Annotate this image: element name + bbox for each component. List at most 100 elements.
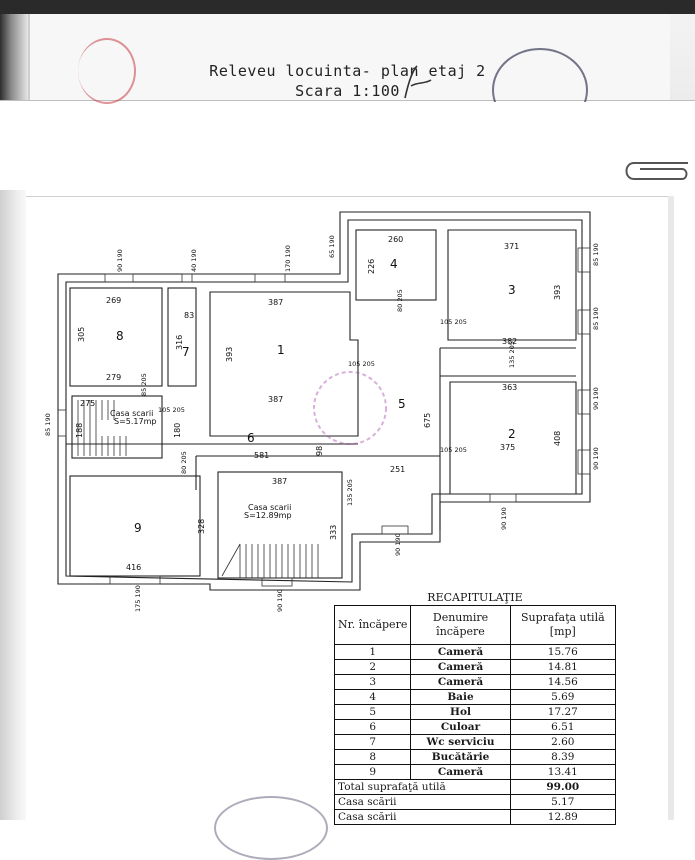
dim-label: 387: [272, 477, 287, 486]
room-3-outline: [447, 229, 577, 341]
dim-label: 371: [504, 242, 519, 251]
extra-row: Casa scării 12.89: [334, 809, 617, 825]
large-stair-name: Casa scarii: [248, 503, 291, 512]
total-row: Total suprafaţă utilă 99.00: [334, 779, 617, 795]
opening-label: 80 205: [396, 289, 404, 312]
room-9-label: 9: [134, 521, 142, 535]
total-label: Total suprafaţă utilă: [334, 779, 511, 795]
opening-label: 40 190: [190, 249, 198, 272]
col-header-nr: Nr. încăpere: [333, 605, 412, 645]
opening-label: 105 205: [158, 406, 185, 414]
room-8-label: 8: [116, 329, 124, 343]
table-row: 5 Hol 17.27: [333, 704, 617, 720]
paperclip-icon: [625, 162, 688, 180]
table-row: 4 Baie 5.69: [333, 689, 617, 705]
extra-area: 12.89: [509, 809, 617, 825]
dim-label: 363: [502, 383, 517, 392]
room-5-label: 5: [398, 397, 406, 411]
room-3-label: 3: [508, 283, 516, 297]
cell-name: Cameră: [410, 674, 511, 690]
room-6-label: 6: [247, 431, 255, 445]
cell-area: 14.81: [509, 659, 617, 675]
col-header-denumire: Denumire încăpere: [410, 605, 511, 645]
dim-label: 305: [77, 327, 86, 342]
table-row: 7 Wc serviciu 2.60: [333, 734, 617, 750]
table-row: 3 Cameră 14.56: [333, 674, 617, 690]
opening-label: 80 205: [180, 451, 188, 474]
dim-label: 269: [106, 296, 121, 305]
scan-edge: [0, 0, 695, 14]
opening-label: 105 205: [348, 360, 375, 368]
table-row: 9 Cameră 13.41: [333, 764, 617, 780]
opening-label: 90 190: [394, 533, 402, 556]
small-stair-name: Casa scarii: [110, 409, 153, 418]
cell-nr: 3: [333, 674, 412, 690]
cell-name: Culoar: [410, 719, 511, 735]
dim-label: 333: [329, 525, 338, 540]
cell-nr: 6: [333, 719, 412, 735]
cell-name: Bucătărie: [410, 749, 511, 765]
opening-label: 175 190: [134, 585, 142, 612]
purple-stamp-icon: [313, 371, 387, 445]
cell-area: 13.41: [509, 764, 617, 780]
corridor-walls: [66, 443, 440, 490]
cell-area: 14.56: [509, 674, 617, 690]
large-stair-outline: [217, 471, 343, 579]
dim-label: 98: [315, 446, 324, 456]
extra-label: Casa scării: [334, 809, 511, 825]
room-4-label: 4: [390, 257, 398, 271]
opening-label: 85 190: [592, 243, 600, 266]
room-1-label: 1: [277, 343, 285, 357]
dim-label: 382: [502, 337, 517, 346]
dim-label: 675: [423, 413, 432, 428]
opening-label: 105 205: [440, 446, 467, 454]
cell-area: 8.39: [509, 749, 617, 765]
cell-area: 2.60: [509, 734, 617, 750]
opening-label: 90 190: [592, 447, 600, 470]
room-7-outline: [167, 287, 197, 387]
outer-wall-inner: [65, 219, 583, 583]
dim-label: 275: [80, 399, 95, 408]
table-row: 6 Culoar 6.51: [333, 719, 617, 735]
cell-nr: 1: [333, 644, 412, 660]
cell-area: 6.51: [509, 719, 617, 735]
room-1-outline: [209, 291, 359, 437]
dim-label: 416: [126, 563, 141, 572]
dim-label: 581: [254, 451, 269, 460]
opening-label: 105 205: [440, 318, 467, 326]
dim-label: 180: [173, 423, 182, 438]
dim-label: 226: [367, 259, 376, 274]
opening-label: 90 190: [592, 387, 600, 410]
dim-label: 279: [106, 373, 121, 382]
room-4-outline: [355, 229, 437, 301]
dim-label: 387: [268, 298, 283, 307]
cell-area: 5.69: [509, 689, 617, 705]
plan-scale: Scara 1:100: [295, 82, 400, 100]
opening-label: 85 190: [44, 413, 52, 436]
cell-area: 15.76: [509, 644, 617, 660]
dim-label: 83: [184, 311, 194, 320]
cell-nr: 9: [333, 764, 412, 780]
col-header-suprafata: Suprafaţa utilă [mp]: [509, 605, 617, 645]
binding-shadow: [0, 190, 26, 820]
cell-name: Cameră: [410, 644, 511, 660]
cell-nr: 8: [333, 749, 412, 765]
dim-label: 393: [225, 347, 234, 362]
cell-name: Cameră: [410, 764, 511, 780]
red-stamp-icon: [78, 38, 136, 104]
small-stair-area: S=5.17mp: [114, 417, 156, 426]
opening-label: 65 190: [328, 235, 336, 258]
cell-name: Cameră: [410, 659, 511, 675]
opening-label: 135 205: [508, 341, 516, 368]
recap-table: Nr. încăpere Denumire încăpere Suprafaţa…: [333, 605, 617, 825]
large-stair-area: S=12.89mp: [244, 511, 292, 520]
extra-area: 5.17: [509, 794, 617, 810]
room-7-label: 7: [182, 345, 190, 359]
opening-label: 85 190: [592, 307, 600, 330]
cell-name: Hol: [410, 704, 511, 720]
cell-nr: 4: [333, 689, 412, 705]
dim-label: 188: [75, 423, 84, 438]
cell-name: Baie: [410, 689, 511, 705]
cell-nr: 7: [333, 734, 412, 750]
dim-label: 393: [553, 285, 562, 300]
